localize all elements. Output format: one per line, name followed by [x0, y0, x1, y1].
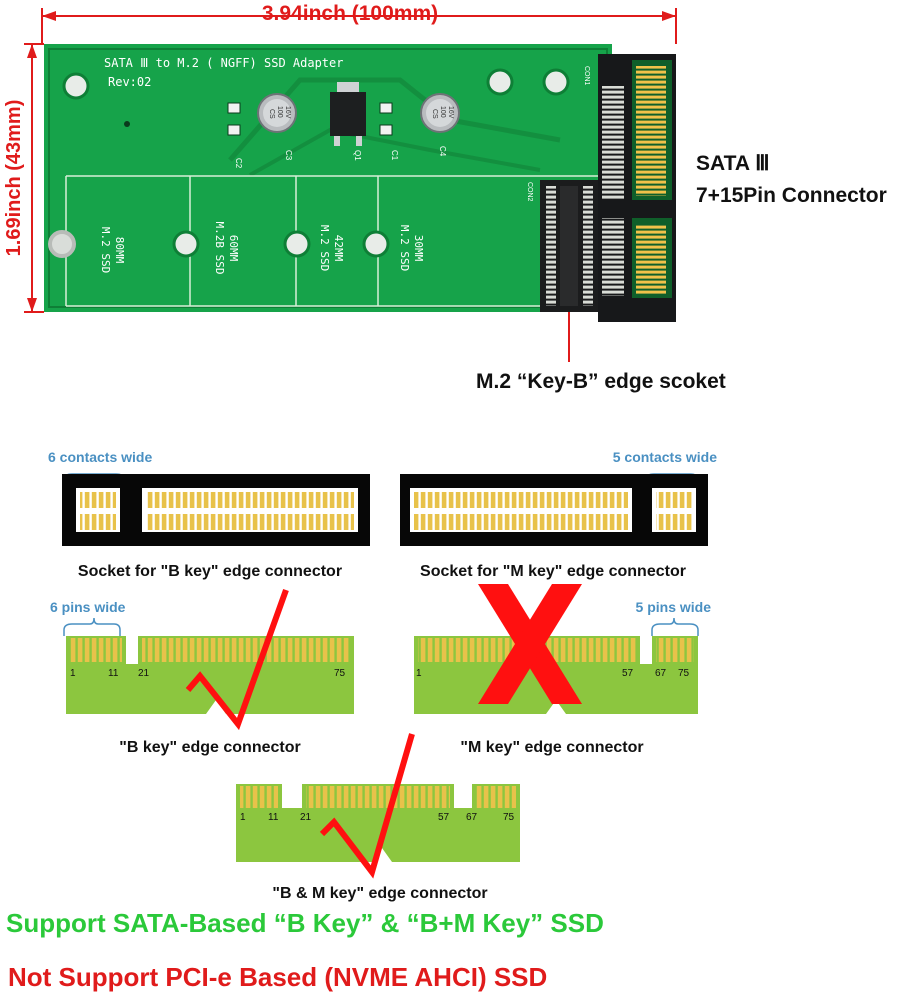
sata-callout-line1: SATA Ⅲ — [696, 152, 770, 175]
height-dimension-label: 1.69inch (43mm) — [3, 100, 25, 257]
b-key-socket — [62, 474, 370, 546]
b-pin-75: 75 — [334, 668, 346, 679]
m2-socket-callout: M.2 “Key-B” edge scoket — [476, 370, 726, 393]
b-pin-11: 11 — [108, 668, 119, 679]
support-statement: Support SATA-Based “B Key” & “B+M Key” S… — [6, 908, 604, 938]
ref-c2: C2 — [234, 158, 243, 169]
m-pin-75: 75 — [678, 668, 690, 679]
cap-mark-5: 100 — [439, 106, 446, 118]
checkmark-icon-b-key — [185, 588, 289, 731]
m-connector-width-label: 5 pins wide — [636, 599, 712, 615]
mounting-holes — [48, 68, 570, 258]
capacitor-c4: CS 100 16V — [420, 93, 460, 133]
bm-key-edge-connector — [236, 784, 520, 862]
width-dimension — [41, 8, 677, 44]
size-label-42mm-line1: 42MM — [332, 235, 345, 262]
b-socket-caption: Socket for "B key" edge connector — [78, 563, 342, 580]
size-label-30mm-line2: M.2 SSD — [398, 225, 411, 271]
checkmark-icon-bm-key — [319, 733, 415, 879]
capacitor-c3: CS 100 16V — [257, 93, 297, 133]
bm-pin-21: 21 — [300, 812, 312, 823]
ref-con2: CON2 — [526, 182, 533, 202]
size-label-60mm: 60MM M.2B SSD — [213, 222, 240, 275]
size-label-80mm-line2: M.2 SSD — [99, 227, 112, 273]
size-label-80mm: 80MM M.2 SSD — [99, 227, 126, 273]
bm-pin-1: 1 — [240, 812, 246, 823]
m-pin-1: 1 — [416, 668, 422, 679]
board-title: SATA Ⅲ to M.2 ( NGFF) SSD Adapter — [104, 56, 343, 70]
cap-mark-6: 16V — [447, 106, 454, 119]
b-connector-caption: "B key" edge connector — [119, 739, 300, 756]
sata-connector — [598, 54, 676, 322]
size-label-42mm: 42MM M.2 SSD — [318, 225, 345, 271]
not-support-statement: Not Support PCI-e Based (NVME AHCI) SSD — [8, 962, 547, 992]
size-label-30mm: 30MM M.2 SSD — [398, 225, 425, 271]
bm-connector-caption: "B & M key" edge connector — [272, 885, 487, 902]
b-pin-1: 1 — [70, 668, 76, 679]
size-label-30mm-line1: 30MM — [412, 235, 425, 262]
size-label-60mm-line1: 60MM — [227, 235, 240, 262]
b-pin-21: 21 — [138, 668, 150, 679]
bm-pin-67: 67 — [466, 812, 478, 823]
m-pin-57: 57 — [622, 668, 634, 679]
ref-c4: C4 — [438, 146, 447, 157]
sata-callout-line2: 7+15Pin Connector — [696, 184, 887, 207]
x-mark-icon-m-key — [478, 584, 582, 704]
cap-mark-2: 100 — [276, 106, 283, 118]
m-connector-caption: "M key" edge connector — [460, 739, 643, 756]
bm-pin-11: 11 — [268, 812, 279, 823]
height-dimension — [24, 43, 44, 313]
cap-mark-1: CS — [268, 109, 275, 119]
b-socket-width-label: 6 contacts wide — [48, 449, 152, 465]
ref-q1: Q1 — [353, 150, 362, 161]
m-pin-67: 67 — [655, 668, 667, 679]
cap-mark-3: 16V — [284, 106, 291, 119]
m-socket-width-label: 5 contacts wide — [613, 449, 717, 465]
b-connector-width-label: 6 pins wide — [50, 599, 126, 615]
m-key-socket — [400, 474, 708, 546]
ref-c1: C1 — [390, 150, 399, 161]
b-connector-bracket — [63, 617, 121, 636]
board-rev: Rev:02 — [108, 75, 151, 89]
ref-c3: C3 — [284, 150, 293, 161]
bm-pin-57: 57 — [438, 812, 450, 823]
size-label-80mm-line1: 80MM — [113, 237, 126, 264]
m2-socket — [540, 180, 598, 312]
m-socket-caption: Socket for "M key" edge connector — [420, 563, 686, 580]
b-key-edge-connector — [66, 636, 354, 714]
size-label-60mm-line2: M.2B SSD — [213, 222, 226, 275]
cap-mark-4: CS — [431, 109, 438, 119]
width-dimension-label: 3.94inch (100mm) — [262, 2, 438, 25]
bm-pin-75: 75 — [503, 812, 515, 823]
size-label-42mm-line2: M.2 SSD — [318, 225, 331, 271]
m-connector-bracket — [651, 617, 699, 636]
voltage-regulator-q1 — [330, 82, 366, 146]
smd-pads — [227, 102, 393, 136]
ref-con1: CON1 — [583, 66, 590, 86]
